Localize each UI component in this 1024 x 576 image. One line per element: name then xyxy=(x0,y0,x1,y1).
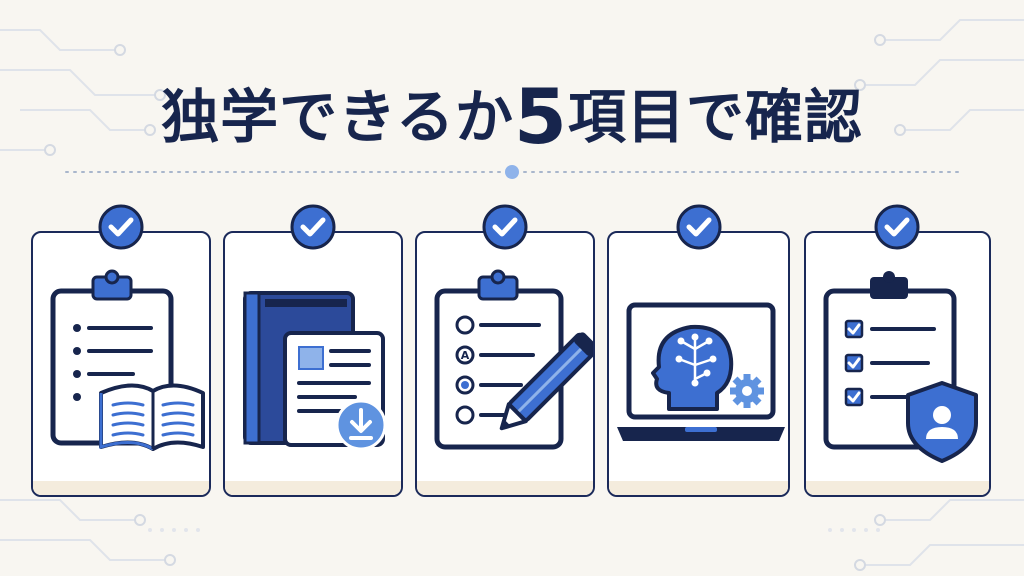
quiz-sheet-with-pencil-icon: A xyxy=(434,269,593,450)
check-badge-icon xyxy=(676,204,722,250)
title-text-before: 独学できるか xyxy=(161,83,514,151)
card-item-5 xyxy=(804,231,991,497)
card-base xyxy=(609,481,788,495)
card-item-1 xyxy=(31,231,211,497)
card-base xyxy=(33,481,209,495)
title-number: 5 xyxy=(513,72,568,161)
checklist-with-user-shield-icon xyxy=(823,271,978,463)
card-item-3: A xyxy=(415,231,595,497)
check-badge-icon xyxy=(482,204,528,250)
card-base xyxy=(417,481,593,495)
page-title: 独学できるか5項目で確認 xyxy=(0,72,1024,161)
check-badge-icon xyxy=(290,204,336,250)
title-text-after: 項目で確認 xyxy=(567,83,863,151)
card-item-4 xyxy=(607,231,790,497)
dotted-divider xyxy=(65,165,959,179)
card-base xyxy=(225,481,401,495)
book-and-document-download-icon xyxy=(243,291,387,451)
card-item-2 xyxy=(223,231,403,497)
clipboard-with-open-book-icon xyxy=(50,269,205,451)
card-base xyxy=(806,481,989,495)
check-badge-icon xyxy=(874,204,920,250)
laptop-ai-brain-icon xyxy=(617,302,785,441)
check-badge-icon xyxy=(98,204,144,250)
svg-text:A: A xyxy=(461,349,470,362)
